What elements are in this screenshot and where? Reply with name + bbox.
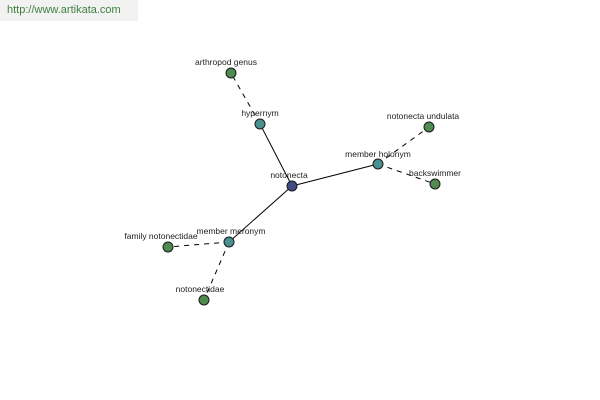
labels-layer: notonecta hypernym member holonym member me… <box>124 57 461 294</box>
node-notonectidae[interactable] <box>198 294 210 306</box>
watermark-url: http://www.artikata.com <box>0 0 138 21</box>
node-label-notonecta: notonecta <box>270 170 308 180</box>
edge-member_meronym-family_notonectidae <box>167 241 230 248</box>
node-label-member_holonym: member holonym <box>345 149 411 159</box>
node-label-arthropod_genus: arthropod genus <box>195 57 257 67</box>
edge-notonecta-member_meronym <box>228 185 293 243</box>
node-label-backswimmer: backswimmer <box>409 168 461 178</box>
node-notonecta[interactable] <box>286 180 298 192</box>
edge-notonecta-member_holonym <box>291 163 379 187</box>
edge-member_meronym-notonectidae <box>203 241 230 301</box>
node-label-hypernym: hypernym <box>241 108 278 118</box>
node-member_meronym[interactable] <box>223 236 235 248</box>
edges-layer <box>167 72 436 301</box>
edge-notonecta-hypernym <box>259 123 293 187</box>
edge-member_holonym-backswimmer <box>377 163 436 185</box>
node-label-notonecta_undulata: notonecta undulata <box>387 111 460 121</box>
node-family_notonectidae[interactable] <box>162 241 174 253</box>
node-label-notonectidae: notonectidae <box>176 284 225 294</box>
node-hypernym[interactable] <box>254 118 266 130</box>
node-label-member_meronym: member meronym <box>197 226 266 236</box>
node-backswimmer[interactable] <box>429 178 441 190</box>
node-label-family_notonectidae: family notonectidae <box>124 231 198 241</box>
node-arthropod_genus[interactable] <box>225 67 237 79</box>
node-member_holonym[interactable] <box>372 158 384 170</box>
edge-member_holonym-notonecta_undulata <box>377 126 430 165</box>
nodes-layer <box>162 67 441 306</box>
node-notonecta_undulata[interactable] <box>423 121 435 133</box>
